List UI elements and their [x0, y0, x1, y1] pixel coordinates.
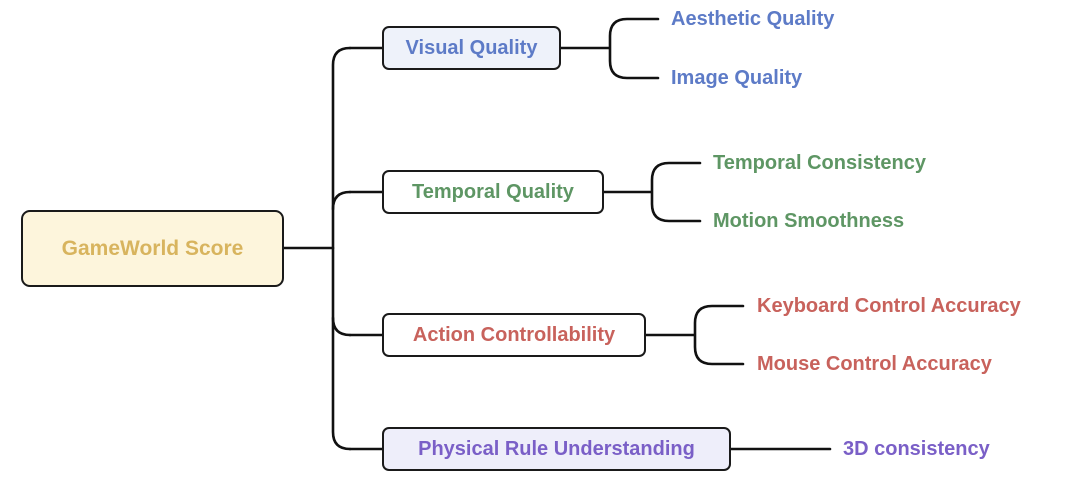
category-temporal-quality: Temporal Quality [382, 170, 604, 214]
fork-temporal [601, 161, 702, 223]
branch-action [331, 316, 352, 337]
branch-temporal [331, 190, 352, 211]
fork-visual [558, 17, 660, 80]
category-label: Physical Rule Understanding [418, 437, 695, 460]
leaf-motion-smoothness: Motion Smoothness [713, 210, 905, 232]
category-label: Temporal Quality [412, 180, 574, 203]
category-action-controllability: Action Controllability [382, 313, 646, 357]
leaf-image-quality: Image Quality [671, 67, 803, 89]
fork-action [643, 304, 745, 366]
leaf-temporal-consistency: Temporal Consistency [713, 152, 927, 174]
root-label: GameWorld Score [61, 236, 244, 260]
category-label: Visual Quality [405, 36, 538, 59]
category-label: Action Controllability [412, 323, 616, 346]
category-visual-quality: Visual Quality [382, 26, 561, 70]
spine [331, 46, 352, 451]
leaf-mouse-control-accuracy: Mouse Control Accuracy [757, 353, 992, 375]
leaf-3d-consistency: 3D consistency [843, 438, 990, 460]
category-physical-rule-understanding: Physical Rule Understanding [382, 427, 731, 471]
leaf-aesthetic-quality: Aesthetic Quality [671, 8, 835, 30]
leaf-keyboard-control-accuracy: Keyboard Control Accuracy [757, 295, 1021, 317]
root-node: GameWorld Score [21, 210, 284, 287]
